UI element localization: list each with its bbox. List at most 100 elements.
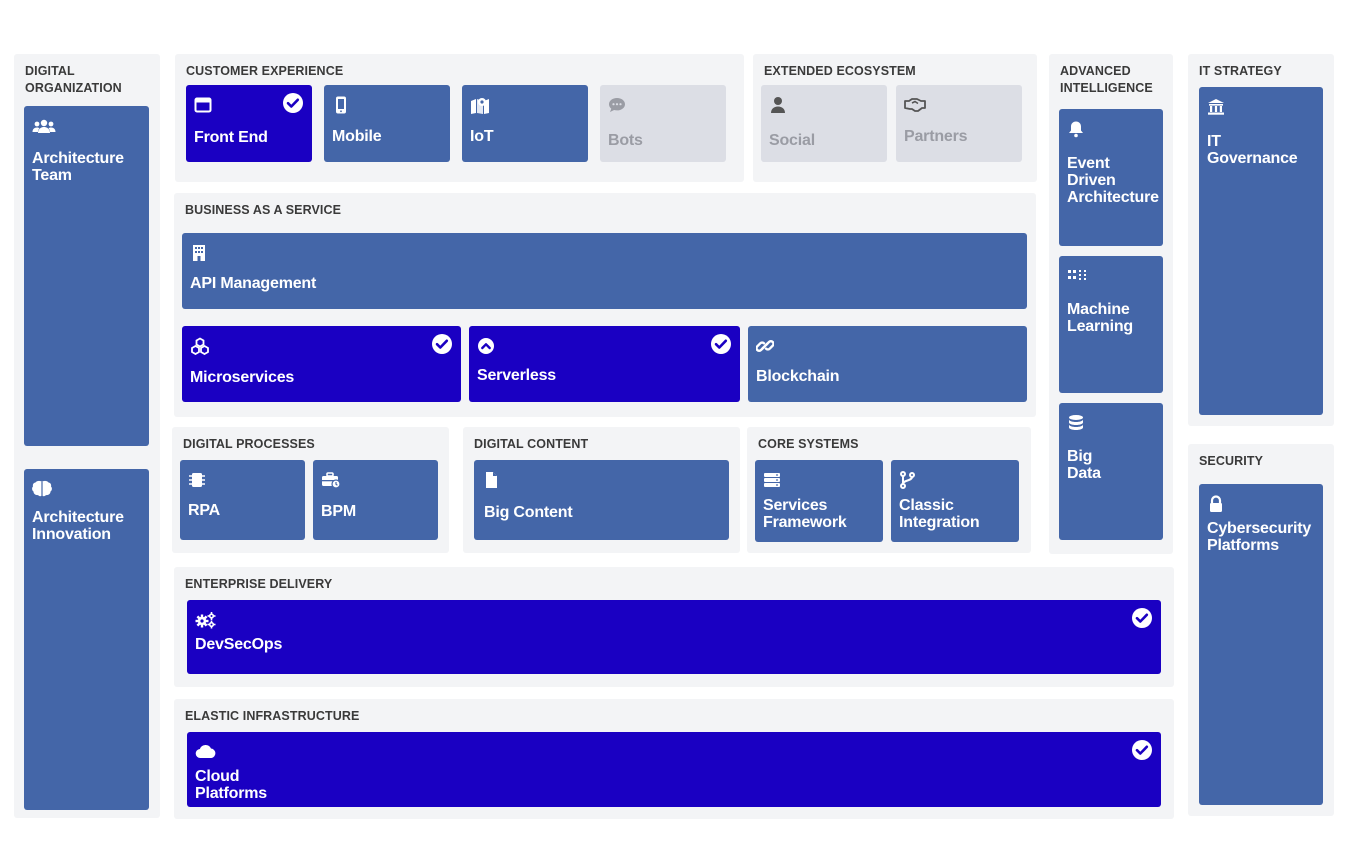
check-icon — [282, 92, 304, 114]
classic-integration-tile[interactable]: Classic Integration — [891, 460, 1019, 542]
cloud-platforms-tile[interactable]: Cloud Platforms — [187, 732, 1161, 807]
advanced-intelligence-panel: ADVANCED INTELLIGENCE Event Driven Archi… — [1049, 54, 1173, 554]
digital-processes-title: DIGITAL PROCESSES — [183, 437, 315, 451]
partners-label: Partners — [904, 128, 968, 145]
front-end-tile[interactable]: Front End — [186, 85, 312, 162]
chip-icon — [188, 471, 206, 489]
server-icon — [763, 471, 781, 489]
architecture-team-tile[interactable]: Architecture Team — [24, 106, 149, 446]
it-governance-label: IT Governance — [1207, 133, 1298, 167]
services-framework-tile[interactable]: Services Framework — [755, 460, 883, 542]
serverless-tile[interactable]: Serverless — [469, 326, 740, 402]
devsecops-label: DevSecOps — [195, 636, 283, 653]
partners-tile[interactable]: Partners — [896, 85, 1022, 162]
lock-icon — [1207, 495, 1225, 513]
big-data-tile[interactable]: Big Data — [1059, 403, 1163, 540]
social-label: Social — [769, 132, 815, 149]
cubes-icon — [190, 337, 209, 355]
machine-learning-label: Machine Learning — [1067, 301, 1133, 335]
bell-icon — [1067, 120, 1085, 138]
digital-content-panel: DIGITAL CONTENT Big Content — [463, 427, 740, 553]
link-icon — [756, 337, 774, 355]
serverless-label: Serverless — [477, 367, 556, 384]
handshake-icon — [904, 96, 926, 114]
bots-tile[interactable]: Bots — [600, 85, 726, 162]
cybersecurity-platforms-label: Cybersecurity Platforms — [1207, 520, 1312, 554]
check-icon — [1131, 607, 1153, 629]
extended-ecosystem-panel: EXTENDED ECOSYSTEM Social Partners — [753, 54, 1037, 182]
core-systems-title: CORE SYSTEMS — [758, 437, 859, 451]
mobile-tile[interactable]: Mobile — [324, 85, 450, 162]
enterprise-delivery-panel: ENTERPRISE DELIVERY DevSecOps — [174, 567, 1174, 687]
front-end-label: Front End — [194, 129, 268, 146]
grid-icon — [1067, 267, 1086, 285]
chevron-circle-icon — [477, 337, 495, 355]
architecture-innovation-tile[interactable]: Architecture Innovation — [24, 469, 149, 810]
machine-learning-tile[interactable]: Machine Learning — [1059, 256, 1163, 393]
business-as-a-service-title: BUSINESS AS A SERVICE — [185, 203, 342, 217]
services-framework-label: Services Framework — [763, 497, 847, 531]
big-content-tile[interactable]: Big Content — [474, 460, 729, 540]
blockchain-tile[interactable]: Blockchain — [748, 326, 1027, 402]
big-data-label: Big Data — [1067, 448, 1101, 482]
bpm-tile[interactable]: BPM — [313, 460, 438, 540]
microservices-label: Microservices — [190, 369, 295, 386]
bots-label: Bots — [608, 132, 643, 149]
elastic-infrastructure-panel: ELASTIC INFRASTRUCTURE Cloud Platforms — [174, 699, 1174, 819]
devsecops-tile[interactable]: DevSecOps — [187, 600, 1161, 674]
file-icon — [482, 471, 500, 489]
it-governance-tile[interactable]: IT Governance — [1199, 87, 1323, 415]
cloud-platforms-label: Cloud Platforms — [195, 768, 267, 802]
enterprise-delivery-title: ENTERPRISE DELIVERY — [185, 577, 333, 591]
elastic-infrastructure-title: ELASTIC INFRASTRUCTURE — [185, 709, 360, 723]
bank-icon — [1207, 98, 1225, 116]
security-title: SECURITY — [1199, 454, 1264, 468]
brain-icon — [32, 480, 52, 498]
business-as-a-service-panel: BUSINESS AS A SERVICE API Management Mic… — [174, 193, 1036, 417]
building-icon — [190, 244, 208, 262]
digital-organization-panel: DIGITAL ORGANIZATION Architecture Team A… — [14, 54, 160, 818]
rpa-label: RPA — [188, 502, 220, 519]
customer-experience-title: CUSTOMER EXPERIENCE — [186, 64, 344, 78]
big-content-label: Big Content — [484, 504, 573, 521]
iot-tile[interactable]: IoT — [462, 85, 588, 162]
chat-icon — [608, 96, 626, 114]
digital-processes-panel: DIGITAL PROCESSES RPA BPM — [172, 427, 449, 553]
blockchain-label: Blockchain — [756, 368, 840, 385]
rpa-tile[interactable]: RPA — [180, 460, 305, 540]
cybersecurity-platforms-tile[interactable]: Cybersecurity Platforms — [1199, 484, 1323, 805]
branch-icon — [899, 471, 917, 489]
database-icon — [1067, 414, 1085, 432]
event-driven-architecture-label: Event Driven Architecture — [1067, 155, 1159, 206]
iot-label: IoT — [470, 128, 494, 145]
cloud-icon — [195, 743, 216, 761]
mobile-label: Mobile — [332, 128, 382, 145]
it-strategy-panel: IT STRATEGY IT Governance — [1188, 54, 1334, 426]
social-tile[interactable]: Social — [761, 85, 887, 162]
mobile-icon — [332, 96, 350, 114]
api-management-label: API Management — [190, 275, 317, 292]
extended-ecosystem-title: EXTENDED ECOSYSTEM — [764, 64, 916, 78]
check-icon — [710, 333, 732, 355]
microservices-tile[interactable]: Microservices — [182, 326, 461, 402]
advanced-intelligence-title: ADVANCED INTELLIGENCE — [1060, 64, 1153, 95]
map-pin-icon — [470, 96, 489, 114]
event-driven-architecture-tile[interactable]: Event Driven Architecture — [1059, 109, 1163, 246]
user-icon — [769, 96, 787, 114]
classic-integration-label: Classic Integration — [899, 497, 980, 531]
gears-icon — [195, 611, 216, 629]
toolbox-icon — [321, 471, 341, 489]
it-strategy-title: IT STRATEGY — [1199, 64, 1282, 78]
digital-content-title: DIGITAL CONTENT — [474, 437, 589, 451]
check-icon — [1131, 739, 1153, 761]
core-systems-panel: CORE SYSTEMS Services Framework Classic … — [747, 427, 1031, 553]
architecture-team-label: Architecture Team — [32, 150, 124, 184]
security-panel: SECURITY Cybersecurity Platforms — [1188, 444, 1334, 816]
bpm-label: BPM — [321, 503, 356, 520]
digital-organization-title: DIGITAL ORGANIZATION — [25, 64, 122, 95]
customer-experience-panel: CUSTOMER EXPERIENCE Front End Mobile IoT… — [175, 54, 744, 182]
window-icon — [194, 96, 212, 114]
api-management-tile[interactable]: API Management — [182, 233, 1027, 309]
users-icon — [32, 117, 56, 135]
check-icon — [431, 333, 453, 355]
